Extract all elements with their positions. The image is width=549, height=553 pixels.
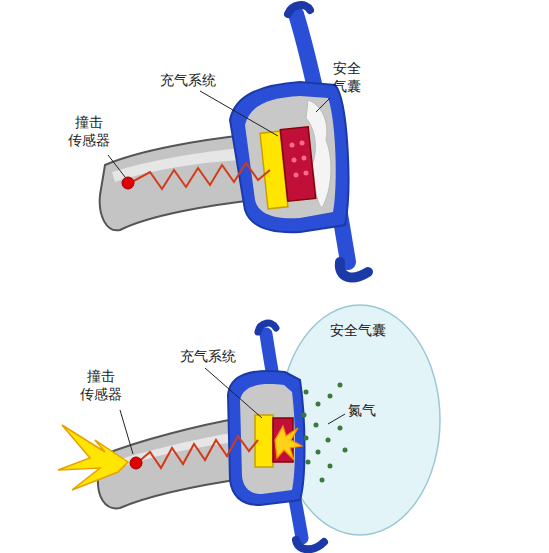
leader-line	[120, 410, 133, 454]
part-label: 安全气囊	[330, 322, 386, 340]
leader-line	[316, 98, 330, 112]
part-label: 充气系统	[180, 348, 236, 366]
leader-line	[328, 414, 345, 424]
leader-line	[108, 155, 125, 177]
sensor-wire	[137, 436, 258, 468]
wheel-hook	[340, 262, 368, 277]
charge-dots	[290, 141, 309, 178]
crash-sensor	[130, 457, 142, 469]
part-label: 安全 气囊	[332, 60, 363, 95]
explosion	[275, 426, 302, 460]
crash-flash	[58, 425, 128, 490]
hub-inside	[245, 96, 336, 218]
wheel-hook	[288, 5, 310, 14]
crash-sensor	[122, 177, 134, 189]
steering-hub	[230, 82, 348, 232]
steering-column	[100, 135, 255, 230]
wheel-hook	[258, 323, 276, 332]
wheel-hook	[296, 540, 324, 549]
part-label: 撞击 传感器	[78, 368, 124, 403]
inflator-charge	[280, 127, 315, 202]
part-label: 撞击 传感器	[66, 114, 112, 149]
leader-line	[200, 91, 278, 136]
nitrogen-dots	[302, 383, 348, 483]
leader-line	[205, 368, 262, 418]
part-label: 氮气	[348, 402, 376, 420]
sensor-wire	[130, 163, 270, 189]
part-label: 充气系统	[160, 72, 216, 90]
